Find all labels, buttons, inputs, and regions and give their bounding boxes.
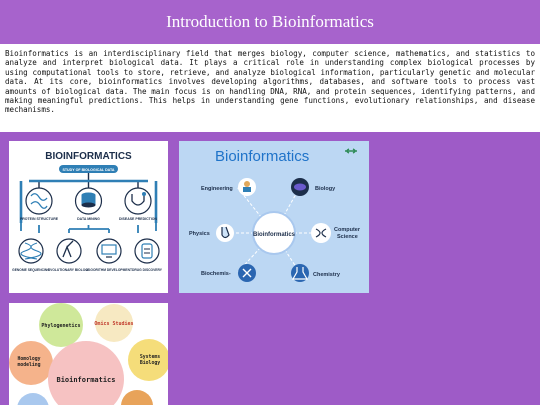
data-mining-label: DATA MINING xyxy=(77,217,100,221)
lower-left-bubble xyxy=(17,393,49,405)
homology-label-line1: Homology xyxy=(17,356,40,362)
drug-discovery-icon xyxy=(134,238,160,264)
disease-prediction-label: DISEASE PREDICTION xyxy=(119,217,157,221)
genome-sequencing-label: GENOME SEQUENCING xyxy=(12,268,50,272)
engineering-icon xyxy=(238,178,256,196)
physics-label: Physics xyxy=(189,231,210,237)
engineering-label: Engineering xyxy=(201,186,233,192)
algorithm-development-label: ALGORITHM DEVELOPMENT xyxy=(86,268,132,272)
biochemistry-icon xyxy=(238,264,256,282)
intro-section: Bioinformatics is an interdisciplinary f… xyxy=(0,44,540,132)
systems-label-line2: Biology xyxy=(140,360,160,366)
infographic-title: BIOINFORMATICS xyxy=(45,151,132,162)
computer-science-icon xyxy=(311,223,331,243)
computer-science-label-line1: Computer xyxy=(334,227,361,233)
protein-structure-label: PROTEIN STRUCTURE xyxy=(20,217,59,221)
biology-icon xyxy=(291,178,309,196)
phylogenetics-bubble xyxy=(39,303,83,347)
omics-label: Omics Studies xyxy=(94,321,133,327)
infographic-subtitle: STUDY OF BIOLOGICAL DATA xyxy=(62,168,114,172)
systems-biology-bubble xyxy=(128,339,168,381)
center-bubble-label: Bioinformatics xyxy=(56,376,115,384)
chemistry-icon xyxy=(291,264,309,282)
physics-icon xyxy=(216,224,234,242)
homology-modeling-bubble xyxy=(9,341,53,385)
computer-science-label-line2: Science xyxy=(337,234,358,240)
evolutionary-biology-icon xyxy=(56,238,82,264)
intro-paragraph: Bioinformatics is an interdisciplinary f… xyxy=(5,49,535,115)
center-label: Bioinformatics xyxy=(253,232,296,238)
page-title: Introduction to Bioinformatics xyxy=(166,12,374,31)
phylogenetics-label: Phylogenetics xyxy=(41,323,80,329)
algorithm-development-icon xyxy=(96,238,122,264)
genome-sequencing-icon xyxy=(18,238,44,264)
evolutionary-biology-label: EVOLUTIONARY BIOLOGY xyxy=(48,268,91,272)
data-mining-icon xyxy=(74,187,103,215)
disease-prediction-icon xyxy=(124,187,152,215)
protein-structure-icon xyxy=(25,187,53,215)
chemistry-label: Chemistry xyxy=(313,272,341,278)
drug-discovery-label: DRUG DISCOVERY xyxy=(132,268,163,272)
gfg-logo-icon xyxy=(345,148,357,154)
bioinformatics-disciplines-image: Bioinformatics Bioinformatics xyxy=(179,141,369,293)
systems-label-line1: Systems xyxy=(140,354,160,360)
bioinformatics-infographic-image: BIOINFORMATICS STUDY OF BIOLOGICAL DATA … xyxy=(9,141,168,293)
biochemistry-label: Biochemis- xyxy=(201,271,231,277)
page-header: Introduction to Bioinformatics xyxy=(0,0,540,44)
bioinformatics-bubbles-image: Phylogenetics Omics Studies Homology mod… xyxy=(9,303,168,405)
biology-label: Biology xyxy=(315,186,336,192)
center-bubble xyxy=(48,341,124,405)
center-circle xyxy=(252,211,296,255)
lower-right-bubble xyxy=(121,390,153,405)
disciplines-title: Bioinformatics xyxy=(215,148,309,165)
homology-label-line2: modeling xyxy=(17,362,40,368)
omics-studies-bubble xyxy=(95,304,133,342)
